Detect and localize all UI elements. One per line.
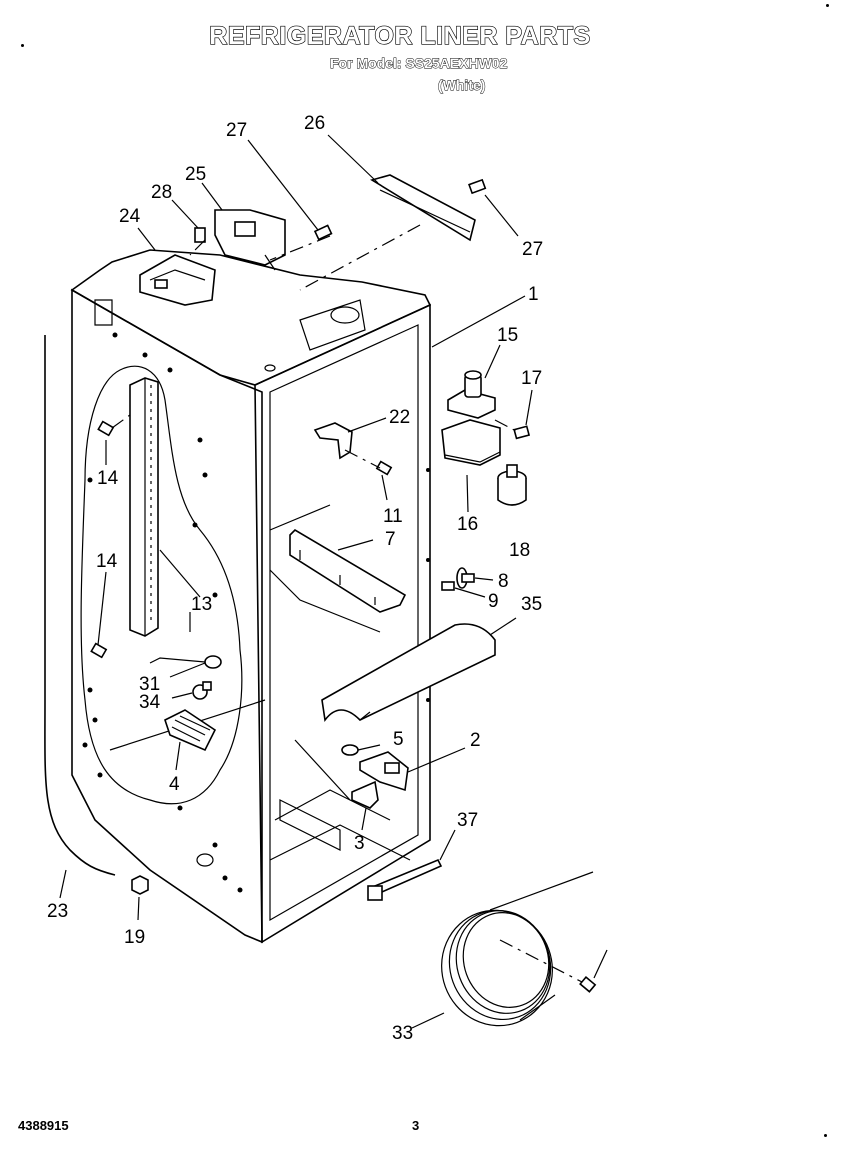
grommet-8 [456,567,475,589]
callout-16: 16 [457,514,478,535]
callout-23: 23 [47,901,68,922]
callout-27-top: 27 [226,120,247,141]
light-socket-29 [149,655,222,669]
color-note: (White) [438,77,486,94]
callout-33: 34 [139,692,161,713]
callout-14-upper: 14 [97,468,119,489]
callout-3: 3 [354,833,365,854]
bracket-2 [359,751,409,792]
callout-15: 15 [497,325,518,346]
coiled-tubing-31 [441,871,594,1027]
callout-numbers: 27 26 25 28 24 27 1 15 17 22 14 11 16 7 … [47,113,543,1044]
screw-9 [441,581,455,591]
bracket-3 [351,780,379,809]
callout-34: 35 [521,594,542,615]
callout-24: 24 [119,206,141,227]
bracket-22 [313,422,353,460]
screw-14-lower [90,642,108,659]
callout-2: 2 [470,730,481,751]
document-number: 4388915 [18,1118,69,1133]
nut-19 [131,875,149,895]
callout-4: 4 [169,774,180,795]
callout-5: 5 [393,729,404,750]
corner-mark-bottom-right [824,1134,827,1137]
control-housing-16 [441,419,501,466]
corner-mark-top-right [826,4,829,7]
callout-25: 25 [185,164,206,185]
drain-tube-23 [44,335,116,876]
callout-31: 33 [392,1023,413,1044]
leader-lines [59,134,608,1029]
lamp-shield-4 [164,709,217,752]
mounting-holes [82,332,243,893]
thermostat-15 [447,370,496,419]
cable-tie-35 [367,858,443,901]
page-number: 3 [412,1118,420,1133]
callout-13: 13 [191,594,212,615]
page-title: REFRIGERATOR LINER PARTS [209,21,591,50]
callout-35: 37 [457,810,478,831]
callout-9: 9 [488,591,499,612]
screw-27-right [468,178,487,195]
liner-cabinet [70,249,432,944]
top-channel-26 [370,174,476,242]
model-line: For Model: SS25AEXHW02 [330,55,508,72]
callout-19: 19 [124,927,145,948]
callout-27-right: 27 [522,239,543,260]
vent-cover-25 [214,209,286,271]
screw-11 [375,460,393,476]
callout-8: 8 [498,571,509,592]
lamp-33 [192,681,212,700]
nut-5 [341,744,359,756]
callout-11: 11 [383,506,403,527]
shelf-support-7 [289,528,407,613]
callout-1: 1 [528,284,539,305]
screw-14-upper [97,420,115,437]
shelf-rail-13 [129,377,191,637]
callout-7: 7 [385,529,396,550]
knob-18 [497,464,527,506]
callout-17: 17 [521,368,542,389]
callout-14-lower: 14 [96,551,118,572]
clip-28 [194,227,206,243]
air-vent-housing-24 [139,254,216,306]
callout-18: 18 [509,540,530,561]
corner-mark-top-left [21,44,24,47]
screw-17 [513,425,531,440]
screw-37 [579,975,597,993]
callout-26: 26 [304,113,325,134]
callout-22: 22 [389,407,410,428]
screw-27-left [313,224,333,241]
callout-29: 31 [139,674,160,695]
callout-28: 28 [151,182,172,203]
crisper-cover-34 [321,623,496,723]
